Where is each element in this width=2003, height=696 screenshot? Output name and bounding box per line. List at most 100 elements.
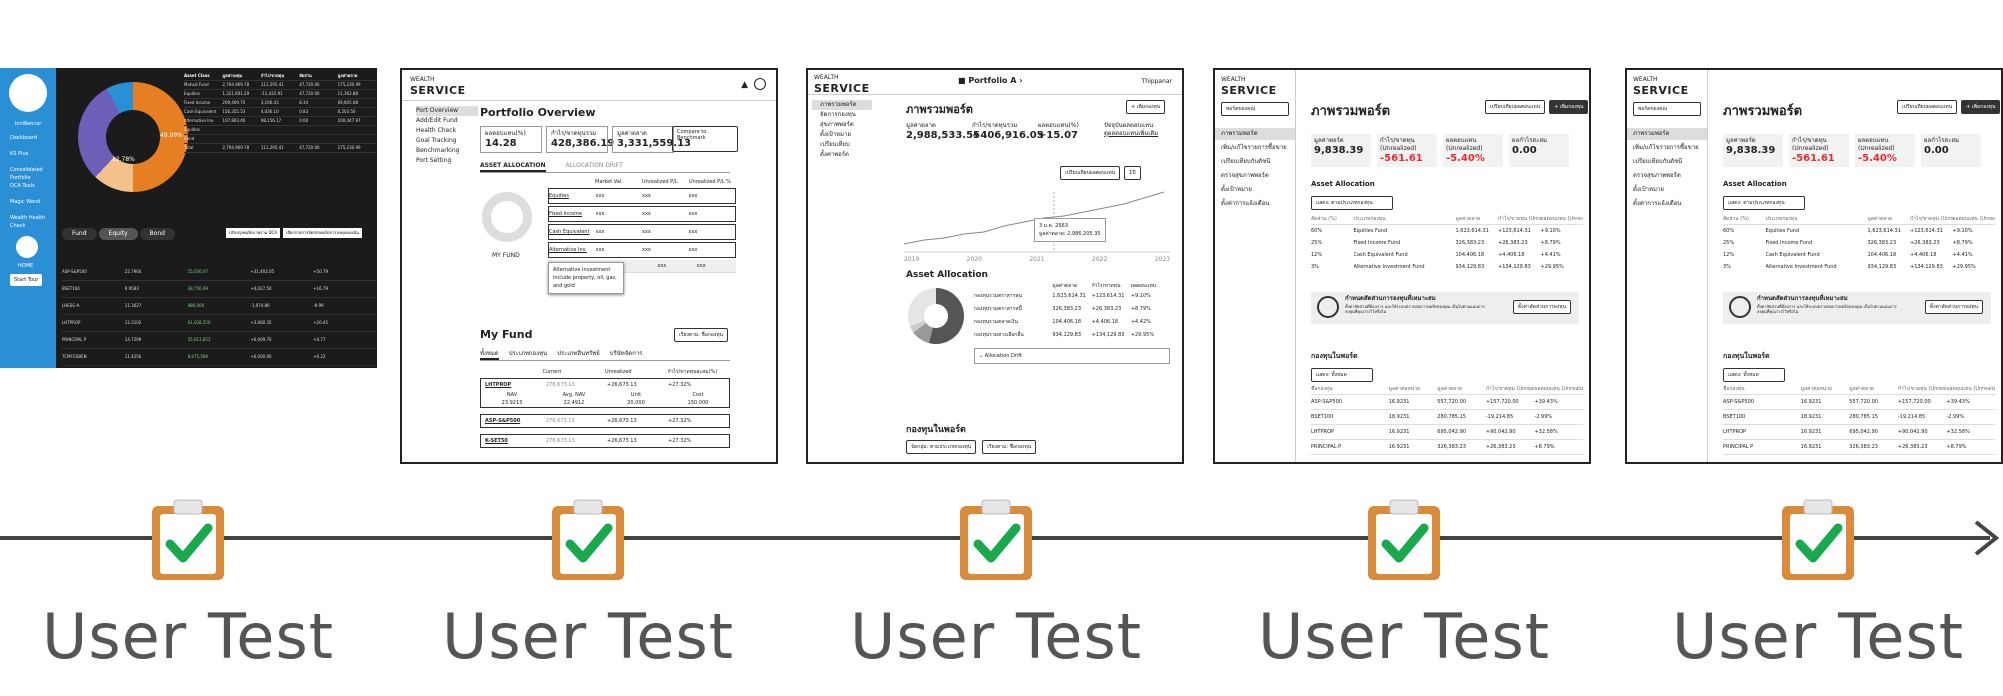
tab[interactable]: ASSET ALLOCATION [480, 162, 546, 172]
sidebar-item[interactable]: ตั้งเป้าหมาย [1633, 186, 1664, 193]
sidebar-item[interactable]: จัดการกองทุน [820, 111, 856, 118]
fund-tab[interactable]: ทั้งหมด [480, 350, 499, 360]
banner-button[interactable]: ตั้งค่าสัดส่วนการลงทุน [1924, 300, 1983, 314]
sidebar-item[interactable]: Consolidated Portfolio [10, 167, 43, 181]
portfolio-selector[interactable]: ■ Portfolio A › [958, 76, 1023, 85]
sidebar-item[interactable]: Goal Tracking [416, 137, 457, 144]
profile-icon[interactable] [754, 78, 766, 90]
bell-icon[interactable]: ▲ [741, 80, 748, 90]
allocation-drift-toggle[interactable]: ⌄ Allocation Drift [974, 348, 1170, 364]
compare-button[interactable]: Compare to Benchmark [672, 126, 738, 152]
fund-name[interactable]: K-SET50 [485, 438, 508, 444]
fund-name[interactable]: LHTPROP [485, 382, 512, 388]
filter-dropdown[interactable]: จัดกลุ่ม: ตามประเภทกองทุน [906, 440, 977, 454]
group-dropdown[interactable]: แสดง: ตามประเภทกองทุน [1311, 196, 1393, 210]
sidebar-item[interactable]: DCA Tools [10, 183, 35, 189]
action-button[interactable]: เลือกรายการจัดสรรพอร์ตการลงทุนของฉัน [283, 228, 362, 238]
sidebar-item[interactable]: ตรวจสุขภาพพอร์ต [1221, 172, 1269, 179]
chart-button[interactable]: 1ปี [1124, 166, 1141, 180]
sidebar-item[interactable]: ตั้งค่าการแจ้งเตือน [1633, 200, 1682, 207]
filter-dropdown[interactable]: เรียงตาม: ชื่อกองทุน [982, 440, 1037, 454]
asset-row[interactable]: กองทุนรวมตราสารหนี้326,383.23+26,383.23+… [974, 303, 1170, 316]
sidebar-item[interactable]: เปรียบเทียบกับดัชนี [1221, 158, 1271, 165]
sidebar-item[interactable]: KS Plus [10, 151, 29, 157]
sidebar-item[interactable]: Dashboard [10, 135, 38, 141]
sidebar-item[interactable]: ตั้งค่าพอร์ต [820, 151, 849, 158]
home-icon[interactable] [16, 236, 38, 258]
sidebar-item[interactable]: Add/Edit Fund [416, 117, 458, 124]
header-button[interactable]: เปรียบเทียบผลตอบแทน [1897, 100, 1958, 114]
sidebar-item[interactable]: เพิ่ม/แก้ไขรายการซื้อขาย [1221, 144, 1287, 151]
start-tour-button[interactable]: Start Tour [10, 274, 43, 286]
sidebar-item[interactable]: Benchmarking [416, 147, 460, 154]
group-dropdown[interactable]: แสดง: ตามประเภทกองทุน [1723, 196, 1805, 210]
tab[interactable]: Bond [139, 228, 175, 240]
sidebar-item[interactable]: เพิ่ม/แก้ไขรายการซื้อขาย [1633, 144, 1699, 151]
banner-button[interactable]: ตั้งค่าสัดส่วนการลงทุน [1512, 300, 1571, 314]
chart-button[interactable]: เปรียบเทียบผลตอบแทน [1060, 166, 1121, 180]
header-button[interactable]: + เพิ่มกองทุน [1549, 100, 1589, 114]
user-name[interactable]: Thippanar [1141, 78, 1172, 85]
card-value[interactable]: ดูผลตอบแทนเพิ่มเติม [1104, 130, 1159, 137]
action-button[interactable]: ปรับปรุงพอร์ตภาพรวม DCA [226, 228, 281, 238]
tab[interactable]: ALLOCATION DRIFT [565, 162, 623, 169]
sidebar-item[interactable]: ภาพรวมพอร์ต [1215, 128, 1295, 140]
fund-tab[interactable]: ประเภทสินทรัพย์ [557, 350, 600, 357]
sidebar-item[interactable]: เปรียบเทียบกับดัชนี [1633, 158, 1683, 165]
fund-dropdown[interactable]: แสดง: ทั้งหมด [1311, 368, 1373, 382]
fund-name[interactable]: ASP-S&P500 [485, 418, 521, 424]
sidebar-item[interactable]: ตั้งค่าการแจ้งเตือน [1221, 200, 1270, 207]
sort-dropdown[interactable]: เรียงตาม: ชื่อกองทุน [674, 328, 728, 342]
sidebar-item[interactable]: Magic Wand [10, 199, 41, 205]
tab[interactable]: Fund [62, 228, 97, 240]
header-button[interactable]: + เพิ่มกองทุน [1961, 100, 2001, 114]
fund-tab[interactable]: บริษัทจัดการ [609, 350, 643, 357]
sidebar-item[interactable]: Port Overview [416, 106, 478, 116]
sidebar-item[interactable]: Wealth Health Check [10, 215, 46, 229]
sidebar-item[interactable]: ภาพรวมพอร์ต [812, 100, 872, 110]
fund-tab[interactable]: ประเภทกองทุน [508, 350, 548, 357]
tab[interactable]: Equity [98, 228, 138, 240]
fund-dropdown[interactable]: แสดง: ทั้งหมด [1723, 368, 1785, 382]
add-fund-button[interactable]: + เพิ่มกองทุน [1126, 100, 1166, 114]
sidebar-item[interactable]: ตั้งเป้าหมาย [1221, 186, 1252, 193]
sidebar-item[interactable]: ภาพรวมพอร์ต [1627, 128, 1707, 140]
sidebar-item[interactable]: ตรวจสุขภาพพอร์ต [1633, 172, 1681, 179]
sidebar-item[interactable]: Health Check [416, 127, 457, 134]
portfolio-dropdown[interactable]: พอร์ตของคุณ [1221, 102, 1289, 116]
sidebar-item[interactable]: สุขภาพพอร์ต [820, 121, 854, 128]
